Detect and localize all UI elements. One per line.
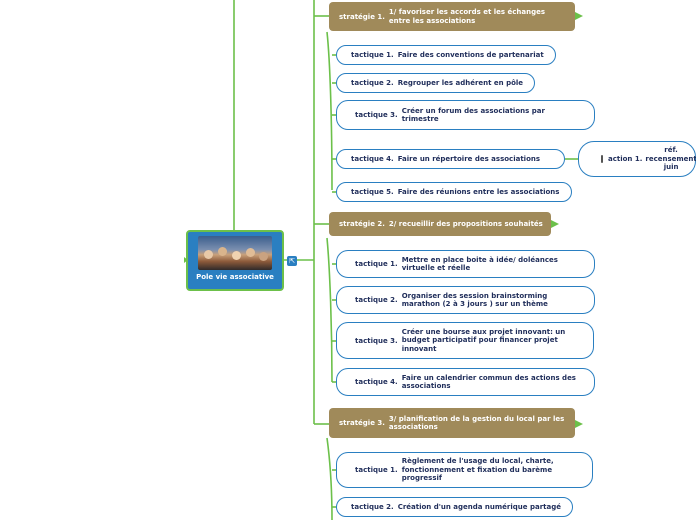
tactic-1-3[interactable]: tactique 3. Créer un forum des associati… — [336, 100, 595, 130]
strategy-label: stratégie 2. — [339, 220, 385, 228]
tactic-label: tactique 4. — [355, 378, 398, 386]
strategy-1[interactable]: stratégie 1. 1/ favoriser les accords et… — [329, 2, 575, 31]
action-text: réf. recensement juin — [645, 146, 696, 172]
tactic-label: tactique 1. — [355, 466, 398, 474]
tactic-label: tactique 3. — [355, 111, 398, 119]
tactic-2-4[interactable]: tactique 4. Faire un calendrier commun d… — [336, 368, 595, 396]
strategy-label: stratégie 1. — [339, 12, 385, 21]
action-1[interactable]: action 1. réf. recensement juin — [578, 141, 696, 177]
tactic-label: tactique 2. — [351, 503, 394, 511]
strategy-3[interactable]: stratégie 3. 3/ planification de la gest… — [329, 408, 575, 438]
tactic-label: tactique 1. — [355, 260, 398, 268]
checkbox-icon[interactable] — [601, 155, 603, 163]
tactic-3-2[interactable]: tactique 2. Création d'un agenda numériq… — [336, 497, 573, 517]
strategy-text: 3/ planification de la gestion du local … — [388, 414, 565, 431]
central-title: Pole vie associative — [196, 273, 274, 281]
tactic-1-5[interactable]: tactique 5. Faire des réunions entre les… — [336, 182, 572, 202]
tactic-label: tactique 2. — [351, 79, 394, 87]
tactic-1-4[interactable]: tactique 4. Faire un répertoire des asso… — [336, 149, 565, 169]
tactic-text: Règlement de l'usage du local, charte, f… — [401, 457, 554, 483]
link-icon[interactable]: ⇱ — [287, 256, 297, 266]
tactic-text: Création d'un agenda numérique partagé — [397, 502, 561, 511]
tactic-text: Créer un forum des associations par trim… — [401, 106, 545, 123]
tactic-text: Faire un calendrier commun des actions d… — [401, 373, 576, 390]
tactic-text: Mettre en place boite à idée/ doléances … — [401, 255, 558, 272]
tactic-1-2[interactable]: tactique 2. Regrouper les adhérent en pô… — [336, 73, 535, 93]
tactic-label: tactique 4. — [351, 155, 394, 163]
tactic-2-1[interactable]: tactique 1. Mettre en place boite à idée… — [336, 250, 595, 278]
tactic-text: Faire des conventions de partenariat — [397, 50, 544, 59]
tactic-text: Faire un répertoire des associations — [397, 154, 541, 163]
strategy-text: 2/ recueillir des propositions souhaités — [388, 219, 543, 228]
tactic-text: Créer une bourse aux projet innovant: un… — [401, 327, 566, 353]
tactic-text: Organiser des session brainstorming mara… — [401, 291, 548, 308]
tactic-label: tactique 5. — [351, 188, 394, 196]
tactic-2-2[interactable]: tactique 2. Organiser des session brains… — [336, 286, 595, 314]
tactic-label: tactique 1. — [351, 51, 394, 59]
group-photo-icon — [198, 236, 272, 270]
strategy-label: stratégie 3. — [339, 419, 385, 427]
tactic-text: Regrouper les adhérent en pôle — [397, 78, 524, 87]
tactic-3-1[interactable]: tactique 1. Règlement de l'usage du loca… — [336, 452, 593, 488]
tactic-2-3[interactable]: tactique 3. Créer une bourse aux projet … — [336, 322, 594, 359]
action-label: action 1. — [608, 155, 643, 163]
tactic-text: Faire des réunions entre les association… — [397, 187, 560, 196]
tactic-label: tactique 3. — [355, 336, 398, 345]
tactic-label: tactique 2. — [355, 296, 398, 304]
strategy-2[interactable]: stratégie 2. 2/ recueillir des propositi… — [329, 212, 551, 236]
central-node[interactable]: Pole vie associative — [186, 230, 284, 291]
strategy-text: 1/ favoriser les accords et les échanges… — [388, 8, 546, 25]
tactic-1-1[interactable]: tactique 1. Faire des conventions de par… — [336, 45, 556, 65]
